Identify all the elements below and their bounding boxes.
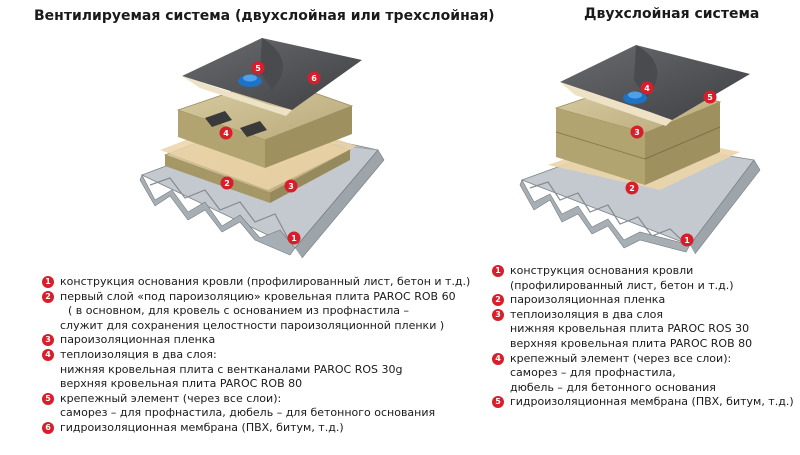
legend-left-item-1: 1 конструкция основания кровли (профилир…	[42, 275, 470, 290]
svg-text:1: 1	[684, 236, 690, 245]
legend-line: (профилированный лист, бетон и т.д.)	[510, 278, 734, 292]
svg-text:2: 2	[629, 184, 635, 193]
legend-line: ( в основном, для кровель с основанием и…	[68, 304, 410, 318]
legend-line: нижняя кровельная плита с вентканалами P…	[60, 362, 403, 376]
title-ventilated-system: Вентилируемая система (двухслойная или т…	[34, 8, 495, 24]
legend-line: конструкция основания кровли	[510, 264, 694, 277]
svg-text:3: 3	[634, 128, 640, 137]
left-marker-1: 1	[287, 231, 301, 245]
left-marker-4: 4	[219, 126, 233, 140]
marker-badge: 5	[42, 392, 54, 405]
left-fastener	[238, 74, 262, 87]
svg-text:5: 5	[255, 64, 261, 73]
legend-line: верхняя кровельная плита PAROC ROB 80	[60, 377, 303, 391]
right-fastener	[623, 91, 647, 104]
left-marker-6: 6	[307, 71, 321, 85]
legend-left: 1 конструкция основания кровли (профилир…	[42, 275, 470, 436]
marker-badge: 6	[42, 421, 54, 434]
marker-badge: 1	[492, 265, 504, 277]
marker-badge: 4	[42, 348, 54, 361]
right-marker-5: 5	[703, 90, 717, 104]
right-marker-2: 2	[625, 181, 639, 195]
legend-line: крепежный элемент (через все слои):	[510, 351, 732, 365]
legend-line: саморез – для профнастила,	[510, 366, 676, 380]
legend-right: 1 конструкция основания кровли (профилир…	[492, 264, 794, 410]
marker-badge: 2	[492, 294, 504, 307]
marker-badge: 2	[42, 290, 54, 303]
legend-line: служит для сохранения целостности пароиз…	[60, 318, 445, 332]
legend-right-item-5: 5 гидроизоляционная мембрана (ПВХ, битум…	[492, 395, 794, 410]
svg-text:1: 1	[291, 234, 297, 243]
left-marker-5: 5	[251, 61, 265, 75]
legend-right-item-3: 3 теплоизоляция в два слоя нижняя кровел…	[492, 308, 794, 352]
right-membrane	[560, 45, 750, 126]
marker-badge: 4	[492, 352, 504, 365]
legend-left-item-6: 6 гидроизоляционная мембрана (ПВХ, битум…	[42, 421, 470, 436]
legend-line: теплоизоляция в два слоя	[510, 307, 663, 321]
title-two-layer-system: Двухслойная система	[584, 6, 760, 22]
svg-text:3: 3	[288, 182, 294, 191]
legend-left-item-2: 2 первый слой «под пароизоляцию» кровель…	[42, 290, 470, 334]
legend-line: конструкция основания кровли (профилиров…	[60, 275, 471, 288]
left-marker-3: 3	[284, 179, 298, 193]
legend-line: саморез – для профнастила, дюбель – для …	[60, 406, 436, 420]
marker-badge: 3	[492, 308, 504, 321]
marker-badge: 3	[42, 334, 54, 347]
right-marker-3: 3	[630, 125, 644, 139]
svg-text:4: 4	[644, 84, 650, 93]
svg-text:6: 6	[311, 74, 317, 83]
right-marker-4: 4	[640, 81, 654, 95]
legend-line: теплоизоляция в два слоя:	[60, 347, 217, 361]
legend-line: гидроизоляционная мембрана (ПВХ, битум, …	[510, 395, 794, 409]
left-marker-2: 2	[220, 176, 234, 190]
legend-left-item-3: 3 пароизоляционная пленка	[42, 333, 470, 348]
legend-left-item-5: 5 крепежный элемент (через все слои): са…	[42, 392, 470, 421]
marker-badge: 5	[492, 396, 504, 409]
svg-text:4: 4	[223, 129, 229, 138]
legend-left-item-4: 4 теплоизоляция в два слоя: нижняя крове…	[42, 348, 470, 392]
legend-line: пароизоляционная пленка	[60, 333, 216, 347]
legend-line: пароизоляционная пленка	[510, 293, 666, 307]
svg-text:2: 2	[224, 179, 230, 188]
left-membrane	[182, 38, 362, 116]
legend-right-item-4: 4 крепежный элемент (через все слои): са…	[492, 352, 794, 396]
legend-line: гидроизоляционная мембрана (ПВХ, битум, …	[60, 420, 344, 434]
legend-line: дюбель – для бетонного основания	[510, 380, 716, 394]
legend-line: первый слой «под пароизоляцию» кровельна…	[60, 289, 456, 303]
right-marker-1: 1	[680, 233, 694, 247]
legend-line: верхняя кровельная плита PAROC ROB 80	[510, 336, 753, 350]
legend-right-item-2: 2 пароизоляционная пленка	[492, 293, 794, 308]
left-roof-diagram: 1 2 3 4 5 6	[139, 38, 385, 259]
roof-illustrations: 1 2 3 4 5 6	[139, 38, 761, 259]
legend-line: нижняя кровельная плита PAROC ROS 30	[510, 322, 750, 336]
marker-badge: 1	[42, 276, 54, 288]
legend-line: крепежный элемент (через все слои):	[60, 391, 282, 405]
svg-text:5: 5	[707, 93, 713, 102]
right-roof-diagram: 1 2 3 4 5	[519, 45, 761, 255]
legend-right-item-1: 1 конструкция основания кровли (профилир…	[492, 264, 794, 293]
